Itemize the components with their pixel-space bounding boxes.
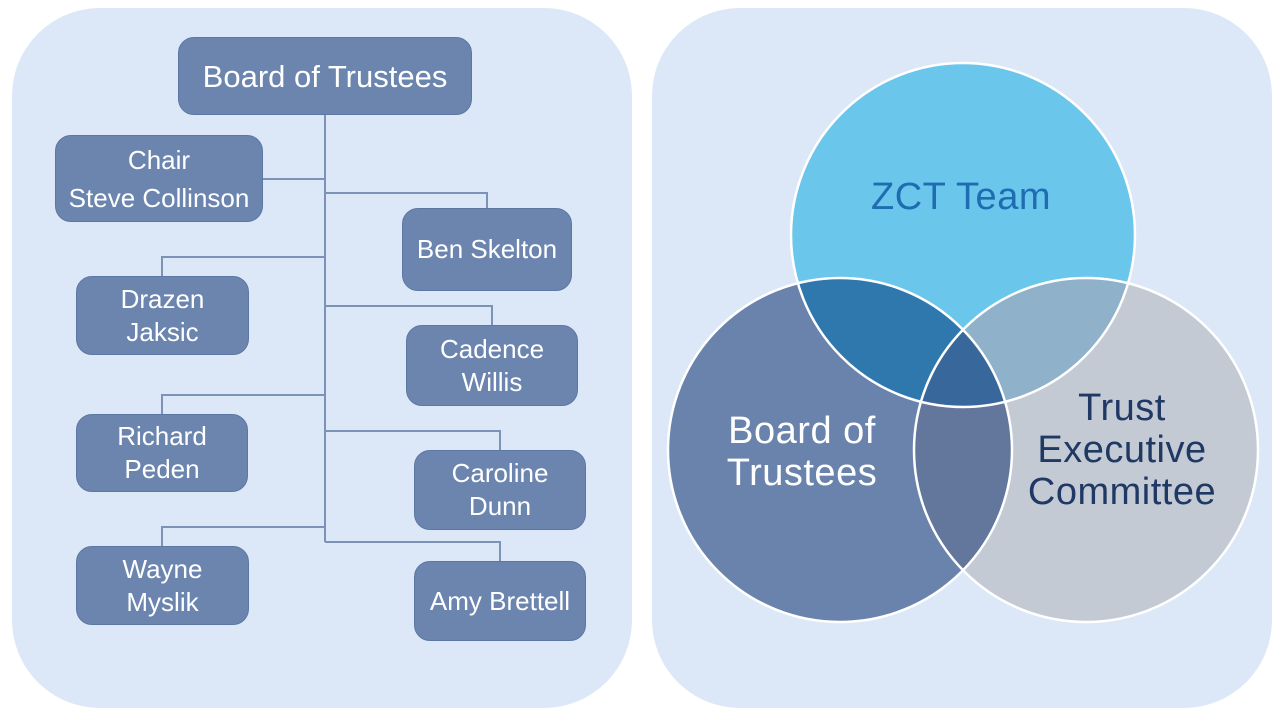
connector-caroline (325, 430, 501, 450)
org-node-wayne-myslik: Wayne Myslik (76, 546, 249, 625)
org-node-label: Chair (127, 144, 191, 175)
org-node-cadence-willis: Cadence Willis (406, 325, 578, 406)
org-node-chair: Chair Steve Collinson (55, 135, 263, 222)
org-node-label: Steve Collinson (68, 182, 250, 213)
org-node-label: Cadence (439, 333, 545, 364)
org-node-caroline-dunn: Caroline Dunn (414, 450, 586, 530)
org-node-amy-brettell: Amy Brettell (414, 561, 586, 641)
venn-outline-bottom-left (666, 276, 1014, 624)
venn-outline-bottom-right (912, 276, 1260, 624)
org-node-label: Jaksic (126, 316, 199, 347)
org-node-label: Caroline (451, 458, 549, 488)
venn-outline-top (789, 61, 1137, 409)
org-node-richard-peden: Richard Peden (76, 414, 248, 492)
org-node-board-of-trustees: Board of Trustees (178, 37, 472, 115)
org-node-label: Drazen (120, 283, 205, 314)
org-node-label: Board of Trustees (202, 58, 448, 94)
org-node-label: Myslik (126, 586, 199, 617)
connector-amy (325, 541, 501, 561)
org-node-label: Richard (117, 421, 207, 451)
org-node-label: Ben Skelton (416, 234, 558, 264)
venn-overlap-top-right (914, 278, 1135, 407)
venn-label-trust-executive-committee: Trust Executive Committee (1027, 387, 1217, 513)
connector-drazen (161, 256, 325, 276)
connector-cadence (325, 305, 493, 325)
venn-overlap-top-left (791, 278, 1012, 407)
venn-label-board-of-trustees: Board of Trustees (726, 410, 878, 494)
org-node-label: Peden (124, 454, 200, 484)
connector-wayne (161, 526, 325, 546)
org-node-drazen-jaksic: Drazen Jaksic (76, 276, 249, 355)
connector-ben (325, 192, 488, 208)
org-node-label: Amy Brettell (429, 585, 571, 616)
connector-richard (161, 394, 325, 414)
org-node-label: Willis (461, 366, 523, 397)
org-node-label: Dunn (468, 491, 532, 521)
org-node-ben-skelton: Ben Skelton (402, 208, 572, 291)
venn-label-zct-team: ZCT Team (871, 176, 1051, 218)
org-node-label: Wayne (122, 553, 203, 584)
